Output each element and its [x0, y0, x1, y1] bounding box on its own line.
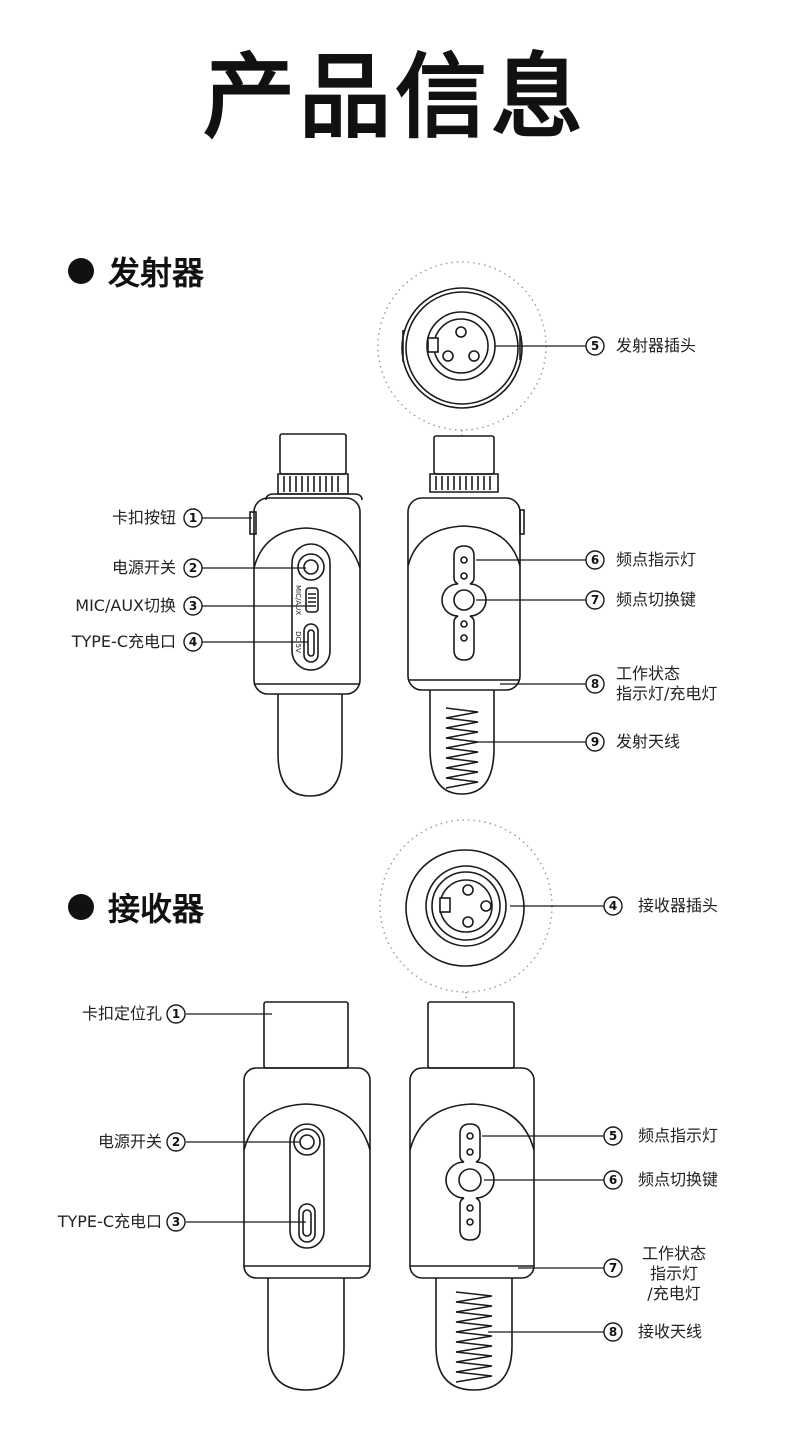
- label-mic-aux-switch: MIC/AUX切换: [75, 596, 176, 615]
- transmitter-plug-face: [401, 287, 523, 409]
- number-8: 8: [591, 677, 599, 691]
- transmitter-leaders: [202, 345, 586, 743]
- label-receive-antenna: 接收天线: [638, 1322, 703, 1341]
- label-frequency-indicator: 频点指示灯: [616, 550, 697, 569]
- label-rx-frequency-switch-key: 频点切换键: [638, 1170, 719, 1189]
- label-transmit-antenna: 发射天线: [616, 732, 681, 751]
- label-status-indicator: 工作状态 指示灯/充电灯: [616, 664, 718, 703]
- label-typec-port: TYPE-C充电口: [71, 632, 176, 651]
- label-rx-power-switch: 电源开关: [97, 1132, 162, 1151]
- receiver-leaders: [186, 905, 604, 1333]
- number-9: 9: [591, 735, 599, 749]
- label-power-switch: 电源开关: [111, 558, 176, 577]
- rx-number-1: 1: [172, 1007, 180, 1021]
- label-clip-locating-hole: 卡扣定位孔: [81, 1004, 162, 1023]
- number-4: 4: [189, 635, 197, 649]
- label-transmitter-plug: 发射器插头: [616, 336, 697, 355]
- rx-number-6: 6: [609, 1173, 617, 1187]
- label-rx-frequency-indicator: 频点指示灯: [638, 1126, 719, 1145]
- section-transmitter: 发射器: [68, 248, 204, 294]
- transmitter-back: [407, 435, 525, 795]
- transmitter-heading: 发射器: [108, 254, 205, 292]
- bullet-icon: [68, 894, 94, 920]
- receiver-heading: 接收器: [108, 890, 205, 928]
- transmitter-front: [249, 433, 363, 797]
- number-7: 7: [591, 593, 599, 607]
- rx-number-2: 2: [172, 1135, 180, 1149]
- rx-number-3: 3: [172, 1215, 180, 1229]
- number-5: 5: [591, 339, 599, 353]
- page-title: 产品信息: [202, 44, 587, 151]
- label-rx-status-indicator: 工作状态 指示灯 /充电灯: [641, 1244, 706, 1303]
- number-6: 6: [591, 553, 599, 567]
- receiver-plug-face: [405, 849, 525, 967]
- label-rx-typec-port: TYPE-C充电口: [57, 1212, 162, 1231]
- number-2: 2: [189, 561, 197, 575]
- label-clip-button: 卡扣按钮: [111, 508, 176, 527]
- number-1: 1: [189, 511, 197, 525]
- receiver-back: [409, 1001, 535, 1391]
- label-receiver-plug: 接收器插头: [638, 896, 719, 915]
- transmitter-number-circles: [183, 336, 605, 752]
- rx-number-8: 8: [609, 1325, 617, 1339]
- rx-number-7: 7: [609, 1261, 617, 1275]
- number-3: 3: [189, 599, 197, 613]
- section-receiver: 接收器: [68, 884, 204, 930]
- bullet-icon: [68, 258, 94, 284]
- receiver-number-circles: [166, 896, 623, 1342]
- switch-side-text: MIC/AUX: [294, 585, 302, 615]
- rx-number-5: 5: [609, 1129, 617, 1143]
- rx-number-4: 4: [609, 899, 617, 913]
- label-frequency-switch-key: 频点切换键: [616, 590, 697, 609]
- receiver-front: [243, 1001, 371, 1391]
